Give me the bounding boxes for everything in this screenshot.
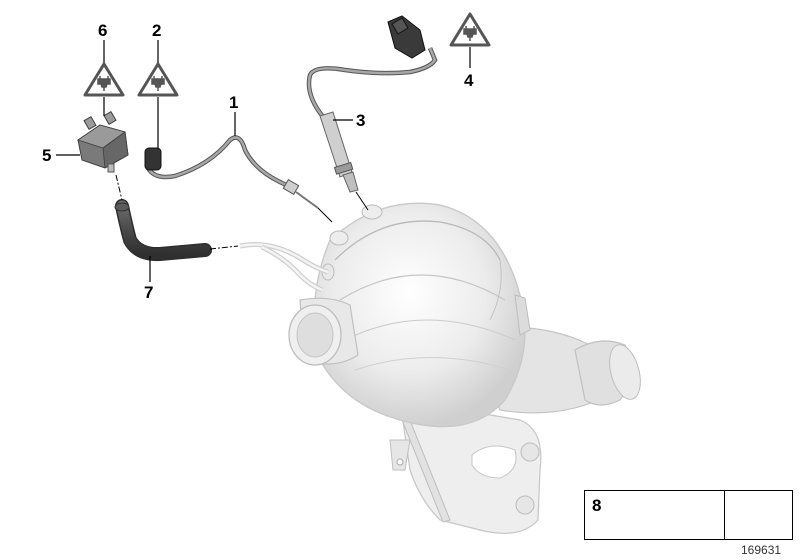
callout-8: 8	[592, 496, 602, 515]
callout-6: 6	[98, 21, 108, 40]
legend-box: 8	[584, 490, 793, 540]
warning-icon-4	[449, 12, 491, 68]
legend-divider	[724, 491, 725, 539]
pressure-hose-part-7	[114, 174, 239, 262]
callout-7: 7	[144, 283, 154, 302]
pressure-sensor-part-5	[77, 110, 129, 173]
lambda-sensor-part-3	[306, 15, 438, 211]
callout-4: 4	[464, 71, 474, 90]
callout-5: 5	[42, 146, 52, 165]
callout-3: 3	[356, 111, 366, 130]
leader-lines	[56, 112, 353, 282]
callout-2: 2	[152, 21, 162, 40]
warning-icon-6	[83, 40, 125, 116]
temperature-sensor-part-1	[144, 135, 333, 223]
reference-id: 169631	[741, 543, 782, 557]
callout-1: 1	[229, 93, 239, 112]
dpf-inlet-flange	[288, 297, 359, 366]
pressure-pipes	[239, 242, 329, 293]
warning-icon-2	[137, 40, 179, 148]
